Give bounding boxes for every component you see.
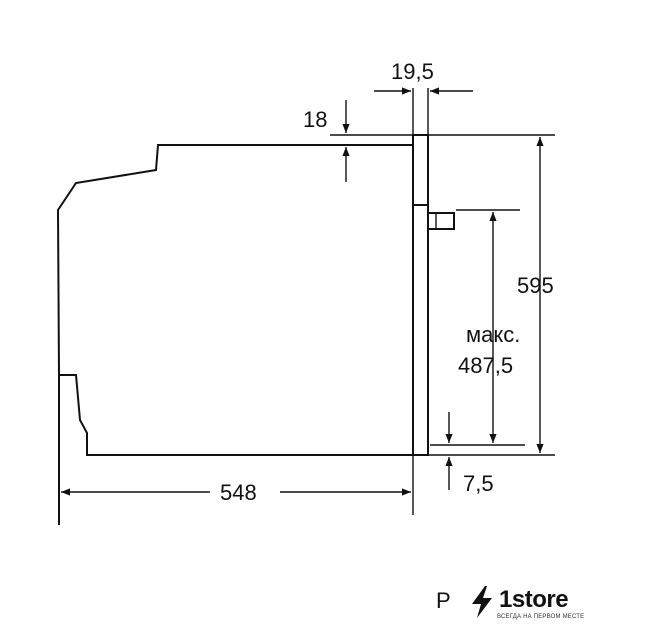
dim-label-7-5: 7,5 bbox=[463, 471, 494, 496]
lightning-bolt-icon bbox=[472, 586, 492, 618]
dim-label-595: 595 bbox=[517, 273, 554, 298]
oven-front-panel bbox=[412, 134, 429, 456]
dim-label-548: 548 bbox=[220, 480, 257, 505]
brand-letter-p: P bbox=[436, 588, 451, 613]
dim-label-max: макс. bbox=[466, 322, 520, 347]
oven-knob bbox=[427, 212, 455, 230]
dim-label-18: 18 bbox=[303, 107, 327, 132]
oven-body-outline bbox=[56, 144, 414, 456]
dim-label-19-5: 19,5 bbox=[391, 59, 434, 84]
brand-name: 1store bbox=[499, 586, 569, 613]
brand-slogan: ВСЕГДА НА ПЕРВОМ МЕСТЕ bbox=[497, 614, 585, 620]
dim-label-487-5: 487,5 bbox=[458, 353, 513, 378]
